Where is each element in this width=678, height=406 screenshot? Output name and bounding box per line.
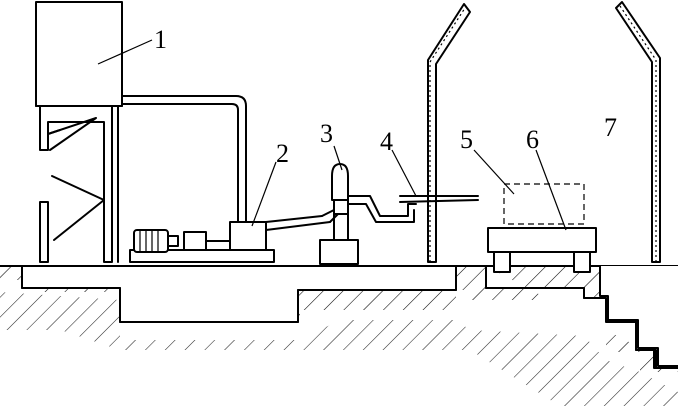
lance-tube [399,195,479,203]
tower-tank [35,1,123,107]
workpiece-outline [503,183,585,225]
coupling [167,235,179,247]
motor-body [133,229,169,253]
furnace-wall-right [615,1,661,263]
accumulator-neck [333,199,349,215]
table-leg-left [493,251,511,273]
furnace-wall-left [427,3,471,263]
table-leg-right [573,251,591,273]
table-top [487,227,597,253]
supply-pipe-outer [121,95,247,223]
earth-hatch-lower [0,292,678,406]
label-7: 7 [604,113,617,142]
supply-pipe-inner [121,103,239,223]
workpiece-table [487,183,597,273]
foundation-outline [21,265,678,369]
accumulator-stand [319,239,359,265]
label-3: 3 [320,119,333,148]
accumulator [319,163,417,265]
motor-pump-assembly [129,215,331,263]
furnace-walls [427,1,661,263]
label-5: 5 [460,125,473,154]
leader-lines [97,39,567,231]
label-2: 2 [276,139,289,168]
accumulator-dome [331,163,349,201]
pump-body [229,221,267,251]
pump-outlet-pipe [265,215,331,231]
tower-brace-upper [47,117,97,151]
tower-brace-lower [51,175,105,241]
tower-leg-lower [39,201,49,263]
nozzle-feed-pipe [347,195,417,217]
label-4: 4 [380,127,393,156]
label-1: 1 [154,25,167,54]
tower-structure [35,1,247,263]
callout-labels: 1 2 3 4 5 6 7 [154,25,617,168]
tower-frame-right [39,105,113,263]
spray-lance [399,195,479,203]
gearbox [183,231,207,251]
right-step-outline [599,265,678,367]
label-6: 6 [526,125,539,154]
ground-section [0,265,678,406]
